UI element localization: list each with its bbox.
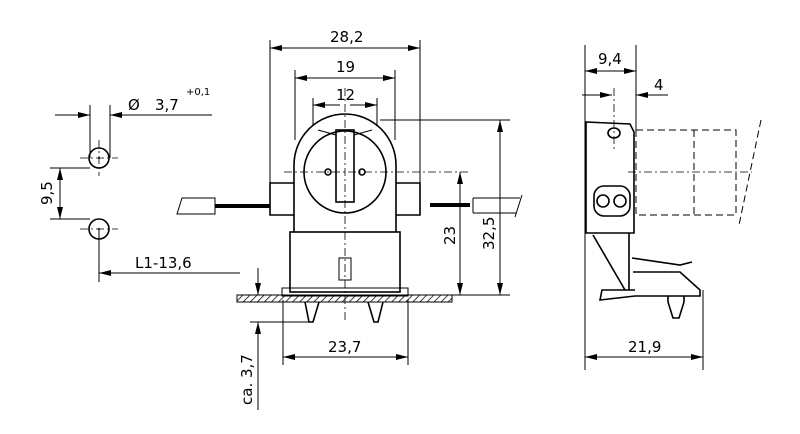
depth-label: 9,4 — [598, 50, 622, 68]
offset-side-label: 4 — [654, 76, 664, 94]
hole-diameter-label: 3,7 — [155, 96, 179, 114]
snap-pin — [304, 301, 320, 323]
holder-side — [585, 121, 635, 234]
diameter-symbol: Ø — [128, 96, 140, 114]
hole-spacing-label: 9,5 — [38, 181, 56, 205]
width-inner-label: 12 — [336, 86, 355, 104]
base-depth-label: 21,9 — [628, 338, 661, 356]
width-mid-label: 19 — [336, 58, 355, 76]
hole-tolerance-label: +0,1 — [186, 87, 210, 98]
center-height-label: 23 — [441, 226, 459, 245]
side-view: 9,4 4 21,9 — [582, 45, 762, 370]
front-view: 28,2 19 12 23 32,5 23,7 — [176, 28, 523, 410]
offset-label: L1-13,6 — [135, 254, 192, 272]
total-height-label: 32,5 — [480, 217, 498, 250]
pin-depth-label: ca. 3,7 — [238, 354, 256, 405]
base-width-label: 23,7 — [328, 338, 361, 356]
hole-pattern-view: Ø 3,7 +0,1 9,5 L1-13,6 — [38, 87, 240, 282]
mounting-plate — [236, 294, 453, 303]
snap-pin — [367, 301, 384, 323]
holder-body — [293, 113, 397, 232]
overall-width-label: 28,2 — [330, 28, 363, 46]
